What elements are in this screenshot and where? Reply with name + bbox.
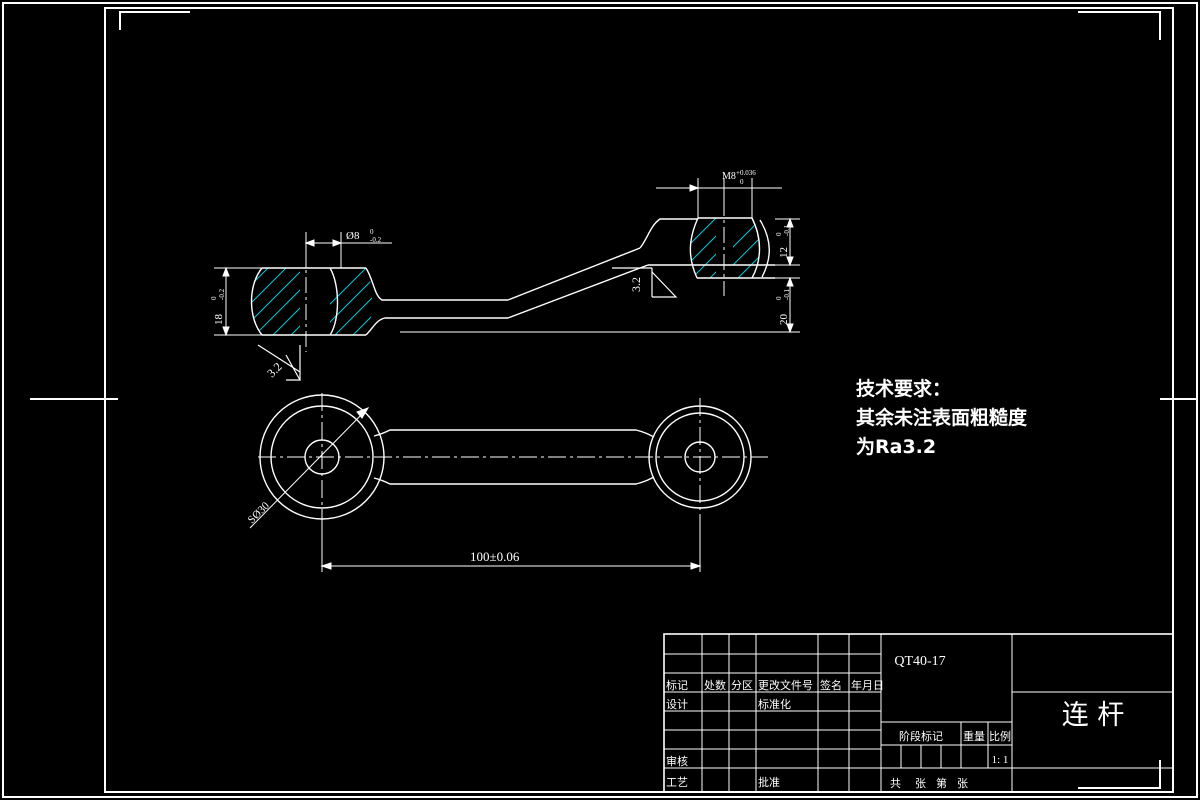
scale-label: 比例 [989, 729, 1011, 743]
inner-drawing-frame [104, 7, 1174, 793]
plan-view-center-lines [258, 393, 768, 523]
revision-header-2: 分区 [731, 679, 753, 692]
dim-sphere-value: SØ30 [246, 500, 273, 527]
roughness-symbol-right: 3.2 [612, 267, 678, 298]
scale-value: 1: 1 [992, 754, 1009, 766]
section-hatch-left-a [251, 268, 300, 335]
dim-center-distance-value: 100±0.06 [470, 549, 520, 564]
part-name-grid [1012, 691, 1173, 769]
notes-line-1: 其余未注表面粗糙度 [856, 406, 1028, 429]
sheet-total-label: 共 [890, 777, 901, 790]
role-label-2: 审核 [666, 754, 688, 768]
dim-thickness-left-upper: 0 [210, 296, 218, 300]
section-hatch-left-b [330, 268, 372, 335]
dim-height-upper-right-lower: -0.1 [783, 224, 791, 236]
dim-bore-left-upper: 0 [370, 228, 374, 236]
notes-heading: 技术要求： [856, 377, 951, 400]
dim-bore-left-nominal: Ø8 [346, 230, 360, 242]
dim-thickness-left [214, 266, 262, 337]
side-view-center-lines [305, 200, 725, 352]
dim-bore-right-upper: +0.036 [736, 169, 756, 177]
notes-line-2: 为Ra3.2 [856, 435, 936, 458]
material-code-value: QT40-17 [894, 654, 945, 669]
title-block[interactable]: 标记 处数 分区 更改文件号 签名 年月日 设计 标准化 审核 工艺 批准 [663, 633, 1174, 793]
roughness-right-value: 3.2 [629, 277, 643, 292]
sheet-zhang-a: 张 [915, 777, 926, 790]
material-stage-grid [881, 633, 1013, 793]
dim-bore-right [656, 178, 782, 219]
dim-bore-left-lower: -0.2 [370, 236, 382, 244]
revision-table-grid [663, 633, 882, 793]
roughness-left-value: 3.2 [264, 360, 285, 381]
part-title-value: 连 杆 [1062, 700, 1125, 731]
stage-mark-label: 阶段标记 [899, 729, 943, 743]
dim-thickness-left-lower: -0.2 [218, 288, 226, 300]
dim-height-lower-right-upper: 0 [775, 296, 783, 300]
corner-mark-top-right [1078, 11, 1161, 40]
section-hatch-right-a [690, 218, 716, 278]
revision-header-5: 年月日 [851, 678, 884, 692]
role-mid-3: 批准 [758, 775, 780, 789]
technical-notes: 技术要求： 其余未注表面粗糙度 为Ra3.2 [856, 377, 1028, 458]
side-view-dimensions: Ø8 0 -0.2 18 0 -0.2 M [210, 169, 800, 337]
dim-bore-right-nominal: M8 [722, 171, 736, 182]
corner-mark-bottom-right [1078, 760, 1161, 789]
revision-header-0: 标记 [666, 678, 688, 692]
dim-height-lower-right-lower: -0.1 [783, 288, 791, 300]
dim-sphere-leader [249, 407, 370, 529]
dim-bore-right-lower: 0 [740, 178, 744, 186]
dim-height-upper-right [775, 217, 800, 267]
side-section-view [250, 200, 775, 352]
sheet-zhang-b: 张 [957, 777, 968, 790]
corner-registration-marks [119, 11, 1161, 789]
dim-height-upper-right-nominal: 12 [778, 247, 790, 258]
dim-thickness-left-nominal: 18 [213, 314, 225, 326]
plan-view: SØ30 100±0.06 [246, 393, 768, 572]
dim-height-lower-right-nominal: 20 [778, 314, 790, 326]
corner-mark-top-left [119, 11, 190, 30]
side-view-outline [250, 217, 775, 336]
weight-label: 重量 [963, 729, 985, 743]
revision-header-1: 处数 [704, 679, 726, 692]
roughness-symbol-left: 3.2 [257, 344, 302, 381]
role-label-3: 工艺 [666, 776, 688, 789]
role-mid-0: 标准化 [758, 697, 791, 711]
role-label-0: 设计 [666, 698, 688, 711]
dim-height-upper-right-upper: 0 [775, 232, 783, 236]
section-hatch-right-b [733, 218, 760, 278]
revision-header-3: 更改文件号 [758, 678, 813, 692]
revision-header-4: 签名 [820, 678, 842, 692]
sheet-di-label: 第 [936, 776, 947, 790]
dim-bore-left [304, 232, 392, 268]
dim-center-distance [320, 518, 702, 572]
